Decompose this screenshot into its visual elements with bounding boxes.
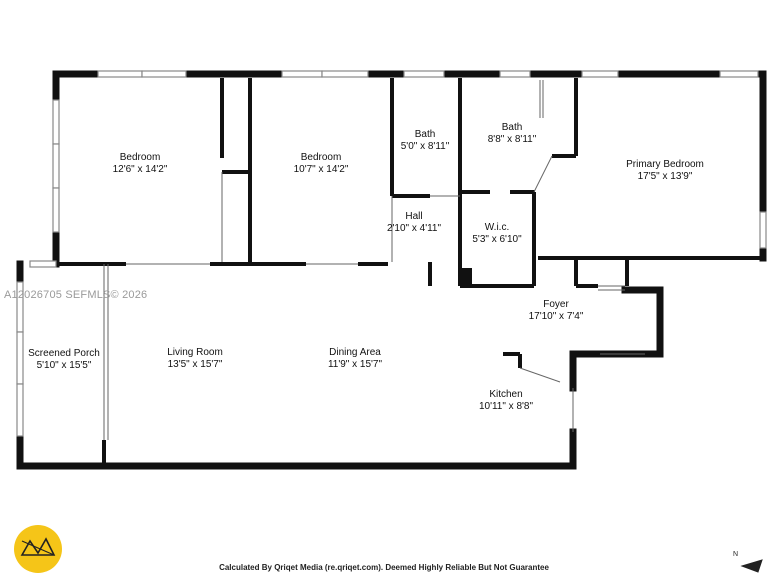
room-name-living-room: Living Room	[167, 347, 223, 358]
room-name-wic: W.i.c.	[484, 222, 510, 233]
room-name-foyer: Foyer	[543, 299, 569, 310]
room-dims-primary-bedroom: 17'5" x 13'9"	[637, 171, 693, 182]
room-name-screened-porch: Screened Porch	[28, 348, 100, 359]
room-dims-bath-1: 5'0" x 8'11"	[400, 141, 450, 152]
room-dims-bedroom-1: 12'6" x 14'2"	[112, 164, 168, 175]
room-dims-foyer: 17'10" x 7'4"	[528, 311, 584, 322]
room-dims-hall: 2'10" x 4'11"	[386, 223, 442, 234]
room-name-bath-2: Bath	[501, 122, 523, 133]
room-name-dining-area: Dining Area	[329, 347, 381, 358]
room-dims-bedroom-2: 10'7" x 14'2"	[293, 164, 349, 175]
room-dims-screened-porch: 5'10" x 15'5"	[36, 360, 92, 371]
room-name-bedroom-2: Bedroom	[300, 152, 342, 163]
room-name-primary-bedroom: Primary Bedroom	[626, 159, 704, 170]
interior-walls	[56, 78, 762, 466]
room-dims-wic: 5'3" x 6'10"	[472, 234, 522, 245]
qriqet-logo	[14, 525, 62, 573]
room-name-bath-1: Bath	[414, 129, 436, 140]
room-name-hall: Hall	[405, 211, 423, 222]
doors	[103, 80, 645, 440]
wall-block	[458, 268, 472, 286]
room-dims-kitchen: 10'11" x 8'8"	[478, 401, 534, 412]
mls-watermark: A12026705 SEFMLS© 2026	[4, 289, 148, 301]
room-dims-dining-area: 11'9" x 15'7"	[327, 359, 383, 370]
room-name-kitchen: Kitchen	[489, 389, 523, 400]
north-label: N	[733, 551, 739, 558]
north-arrow-icon	[740, 559, 763, 573]
room-name-bedroom-1: Bedroom	[119, 152, 161, 163]
room-dims-living-room: 13'5" x 15'7"	[167, 359, 223, 370]
footer-disclaimer: Calculated By Qriqet Media (re.qriqet.co…	[219, 563, 549, 572]
room-dims-bath-2: 8'8" x 8'11"	[487, 134, 537, 145]
windows	[16, 70, 767, 437]
